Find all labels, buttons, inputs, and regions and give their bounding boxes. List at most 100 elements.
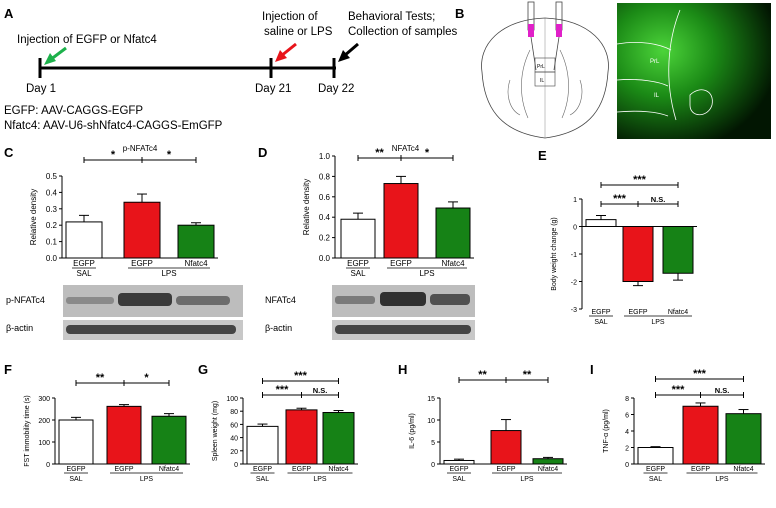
legend-egfp: EGFP: AAV-CAGGS-EGFP [4,105,143,117]
chart-f-sig-label: * [144,372,149,384]
chart-f-group-lps-egfp: EGFP [114,466,133,473]
chart-c-bar [123,201,161,259]
chart-d-group-lps-nfatc4: Nfatc4 [441,259,465,268]
blot-d-band-1 [335,296,375,304]
syringe-right-icon [553,1,563,71]
chart-h-bar [443,459,475,465]
chart-f-tick-label: 300 [38,396,50,403]
chart-g-sig-label: *** [276,384,290,396]
chart-c-tick-label: 0.1 [46,238,58,247]
chart-f-bar [151,415,187,465]
chart-i-bar [725,413,762,465]
event-injection-lps-2: saline or LPS [264,26,333,38]
chart-h-group-lps: LPS [520,476,534,483]
chart-f-tick-label: 100 [38,440,50,447]
brain-schematic: PrL IL [481,1,609,139]
blot-d-band-3 [430,294,470,305]
chart-e-sig-label: *** [633,174,647,186]
chart-e-group-sal: SAL [594,319,607,326]
blot-c: p-NFATc4 β-actin [6,285,243,340]
blot-c-band-2 [118,293,172,306]
black-arrow-icon [338,42,359,62]
chart-c-tick-label: 0.4 [46,188,58,197]
chart-c-group-lps: LPS [161,269,176,278]
chart-c-title: p-NFATc4 [123,144,158,153]
chart-g-tick-label: 80 [230,409,238,416]
blot-c-label-target: p-NFATc4 [6,295,45,305]
chart-g-bar [285,409,318,465]
chart-i-tick-label: 8 [625,396,629,403]
chart-h-sig-label: ** [478,369,487,381]
chart-h-sig-label: ** [523,369,532,381]
event-injection-virus: Injection of EGFP or Nfatc4 [17,34,157,46]
panel-letter-e: E [538,148,547,163]
chart-f-ylabel: FST immobility time (s) [24,395,31,466]
chart-c-ylabel: Relative density [29,189,38,245]
chart-e-sig-label: N.S. [651,195,666,204]
fluorescence-image: PrL IL [616,3,771,139]
chart-e-group-lps: LPS [651,319,665,326]
chart-f-group-sal-virus: EGFP [66,466,85,473]
chart-c-group-lps-egfp: EGFP [131,259,153,268]
chart-h-group-sal-virus: EGFP [449,466,468,473]
chart-g-tick-label: 0 [234,462,238,469]
chart-h-ylabel: IL-6 (pg/ml) [409,413,416,449]
chart-f-tick-label: 0 [46,462,50,469]
syringe-left-icon [527,1,537,71]
chart-i-group-sal-virus: EGFP [646,466,665,473]
event-behavior-2: Collection of samples [348,26,458,38]
chart-h-group-sal: SAL [452,476,465,483]
chart-d-group-lps-egfp: EGFP [390,259,412,268]
blot-d: NFATc4 β-actin [265,285,475,340]
day-1-label: Day 1 [26,83,56,95]
chart-e-sig-label: *** [613,193,627,205]
chart-h-tick-label: 15 [427,396,435,403]
chart-d-sig-label: * [425,147,430,159]
chart-i-group-lps: LPS [715,476,729,483]
panel-letter-h: H [398,362,407,377]
chart-f-bar [58,419,94,465]
chart-h-tick-label: 0 [431,462,435,469]
chart-c-tick-label: 0.3 [46,205,58,214]
panel-letter-b: B [455,6,464,21]
legend-nfatc4: Nfatc4: AAV-U6-shNfatc4-CAGGS-EmGFP [4,120,223,132]
day-21-label: Day 21 [255,83,291,95]
chart-d-bar [383,183,419,259]
chart-c-bar [65,221,103,259]
chart-g-sig-label: *** [294,370,308,382]
chart-i-group-sal: SAL [649,476,662,483]
chart-c-sig-label: * [167,149,172,161]
chart-h-bar [532,458,564,465]
chart-g-sig-label: N.S. [313,386,328,395]
chart-g-group-lps-egfp: EGFP [292,466,311,473]
chart-c-bar [177,224,215,259]
chart-c-sig-label: * [111,149,116,161]
chart-f-sig-label: ** [96,372,105,384]
chart-e-tick-label: 0 [573,225,577,232]
blot-d-band-2 [380,292,426,306]
chart-e-tick-label: -1 [571,252,577,259]
chart-f-group-lps-nfatc4: Nfatc4 [159,466,179,473]
chart-e-group-sal-virus: EGFP [591,309,610,316]
chart-g-bar [322,412,355,465]
panel-letter-a: A [4,6,14,21]
chart-c-tick-label: 0.0 [46,254,58,263]
panel-letter-f: F [4,362,12,377]
chart-c-tick-label: 0.2 [46,221,58,230]
panel-letter-g: G [198,362,208,377]
chart-d-group-lps: LPS [419,269,434,278]
chart-i-tick-label: 2 [625,446,629,453]
chart-d-tick-label: 0.4 [319,213,331,222]
chart-i-tick-label: 4 [625,429,629,436]
chart-f-group-lps: LPS [140,476,154,483]
chart-e-group-lps-nfatc4: Nfatc4 [668,309,688,316]
chart-i-bar [637,447,674,465]
chart-f-group-sal: SAL [69,476,82,483]
chart-c-tick-label: 0.5 [46,172,58,181]
